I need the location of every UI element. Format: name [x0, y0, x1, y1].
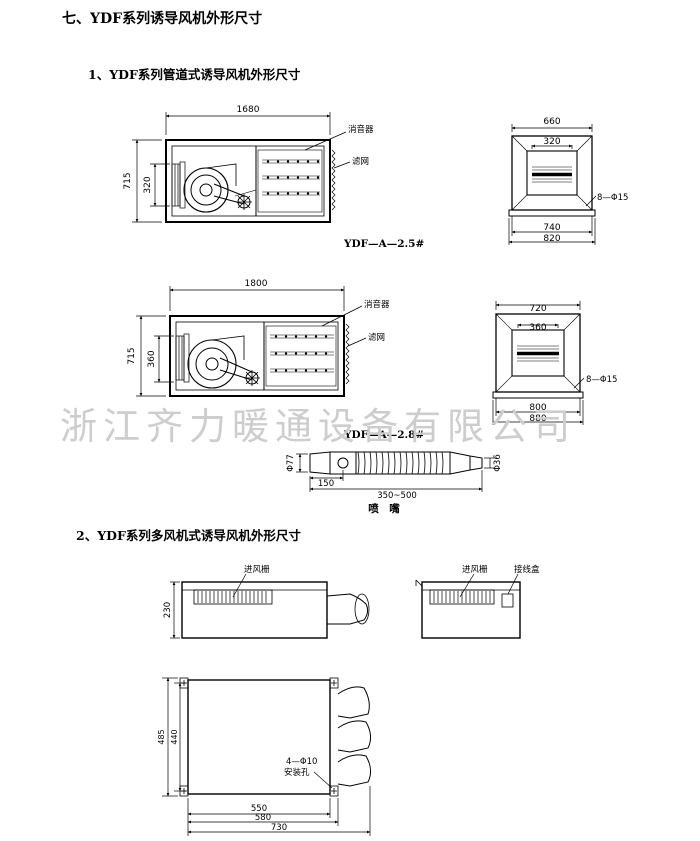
side-grille-label: 进风栅	[244, 564, 270, 575]
multi-fan-end-view	[415, 579, 521, 639]
plan-width1-label: 550	[251, 804, 267, 814]
side-height-label: 230	[163, 602, 173, 618]
model-a-inlet-label: 320	[143, 176, 153, 193]
model-a-filter-label: 滤网	[352, 156, 369, 167]
model-a-front-bottom2-label: 820	[543, 234, 560, 244]
plan-outer-height-label: 485	[157, 729, 166, 744]
model-b-side-view	[169, 315, 350, 397]
plan-holes-label: 4—Φ10	[286, 757, 317, 767]
model-b-filter-label: 滤网	[368, 332, 385, 343]
model-b-inlet-label: 360	[147, 350, 157, 367]
part2-title: 2、YDF系列多风机式诱导风机外形尺寸	[76, 528, 301, 543]
model-b-front-inner-label: 360	[529, 323, 546, 333]
model-a-front-top-label: 660	[543, 117, 560, 127]
model-b-silencer-label: 消音器	[364, 299, 390, 310]
plan-holes-caption: 安装孔	[284, 767, 310, 778]
multi-fan-side-dimensions	[170, 573, 247, 639]
model-a-width-label: 1680	[237, 105, 260, 115]
model-a-caption: YDF—A—2.5#	[343, 238, 424, 250]
model-a-side-dimensions	[132, 112, 351, 223]
nozzle-drawing	[309, 451, 483, 475]
multi-fan-side-view	[181, 581, 370, 639]
model-b-front-bottom2-label: 880	[529, 414, 546, 424]
model-b-width-label: 1800	[245, 279, 268, 289]
multi-fan-plan-view	[179, 677, 372, 797]
multi-fan-plan-dimensions	[162, 677, 371, 836]
model-b-front-bottom1-label: 800	[529, 403, 546, 413]
model-a-holes-label: 8—Φ15	[597, 193, 628, 203]
nozzle-dia-right-label: Φ36	[493, 454, 503, 472]
nozzle-short-length-label: 150	[318, 479, 334, 489]
end-grille-label: 进风栅	[462, 564, 488, 575]
plan-inner-height-label: 440	[170, 729, 179, 744]
model-b-front-view	[492, 313, 584, 399]
end-box-label: 接线盒	[514, 564, 540, 575]
model-b-holes-label: 8—Φ15	[586, 375, 617, 385]
section-title: 七、YDF系列诱导风机外形尺寸	[62, 11, 263, 27]
nozzle-dia-left-label: Φ77	[286, 454, 296, 472]
model-b-caption: YDF—A—2.8#	[343, 429, 424, 441]
model-a-side-view	[165, 139, 336, 223]
model-a-height-label: 715	[123, 172, 133, 189]
model-a-front-inner-label: 320	[543, 137, 560, 147]
plan-width3-label: 730	[271, 823, 287, 833]
plan-width2-label: 580	[255, 813, 271, 823]
model-b-height-label: 715	[127, 347, 137, 364]
model-a-silencer-label: 消音器	[348, 124, 374, 135]
part1-title: 1、YDF系列管道式诱导风机外形尺寸	[88, 67, 301, 82]
model-b-front-dimensions	[492, 301, 585, 425]
nozzle-caption: 喷 嘴	[368, 502, 400, 515]
model-a-front-bottom1-label: 740	[543, 223, 560, 233]
multi-fan-end-leaders	[459, 573, 519, 598]
nozzle-total-length-label: 350~500	[377, 491, 417, 501]
model-a-front-dimensions	[508, 124, 597, 245]
model-b-side-dimensions	[136, 286, 367, 397]
model-a-front-view	[508, 135, 596, 217]
nozzle-dimensions	[296, 453, 494, 492]
model-b-front-top-label: 720	[529, 304, 546, 314]
